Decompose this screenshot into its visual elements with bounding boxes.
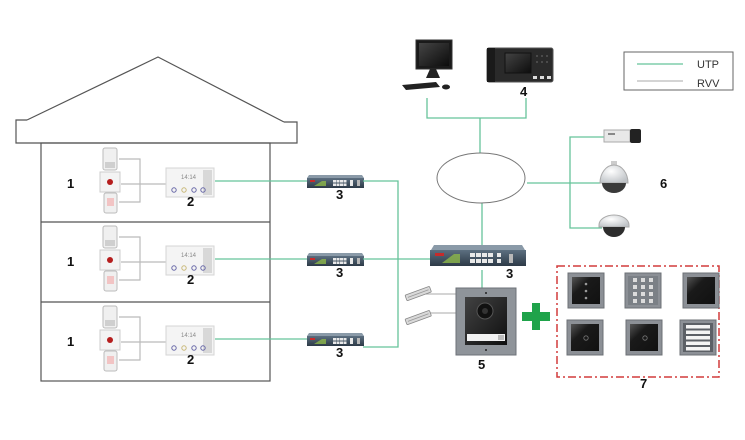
magnetic-lock — [404, 286, 432, 301]
roof — [26, 56, 285, 123]
door-station — [455, 287, 517, 356]
label-modules: 7 — [640, 376, 647, 391]
keypad-module — [624, 272, 662, 309]
module-group-border — [556, 265, 720, 378]
floor-bottom: 1 14:14 2 3 — [67, 305, 364, 372]
rvv-line — [119, 316, 141, 361]
legend-label-rvv: RVV — [697, 78, 720, 90]
dome-camera — [598, 214, 630, 237]
master-station — [486, 47, 554, 83]
utp-line — [569, 136, 605, 229]
indicator-module — [567, 272, 605, 309]
pir-sensor — [102, 147, 118, 171]
panic-button — [99, 329, 121, 351]
pir-sensor — [102, 225, 118, 249]
rvv-line — [119, 158, 141, 203]
rvv-line — [119, 236, 141, 281]
house — [15, 56, 298, 382]
indoor-station-time: 14:14 — [181, 253, 197, 259]
blank-module — [682, 272, 720, 309]
expansion-modules — [566, 272, 720, 356]
utp-line — [363, 180, 399, 348]
floor-poe-switch — [307, 333, 364, 346]
utp-line — [426, 98, 527, 119]
label-management: 4 — [520, 84, 528, 99]
floors: 1 14:14 2 3 1 14:14 2 3 1 14:14 2 3 — [67, 147, 364, 372]
label-floor-switch: 3 — [336, 345, 343, 360]
legend: UTP RVV — [623, 51, 734, 91]
label-sensors: 1 — [67, 254, 74, 269]
plus-icon — [522, 303, 550, 330]
indoor-station: 14:14 — [165, 245, 215, 276]
indoor-station-time: 14:14 — [181, 333, 197, 339]
floor-middle: 1 14:14 2 3 — [67, 225, 364, 292]
bullet-box-camera — [603, 129, 641, 143]
floor-top: 1 14:14 2 3 — [67, 147, 364, 214]
label-indoor-station: 2 — [187, 194, 194, 209]
rvv-sensor-wiring — [119, 158, 166, 203]
pc-client — [402, 39, 453, 90]
door-contact-sensor — [103, 350, 118, 372]
label-cameras: 6 — [660, 176, 667, 191]
floor-poe-switch — [307, 253, 364, 266]
label-indoor-station: 2 — [187, 272, 194, 287]
floor-poe-switch — [307, 175, 364, 188]
label-core-switch: 3 — [506, 266, 513, 281]
indoor-station: 14:14 — [165, 167, 215, 198]
panic-button — [99, 171, 121, 193]
card-reader-module — [625, 319, 663, 356]
legend-label-utp: UTP — [697, 59, 719, 71]
rvv-wiring — [426, 293, 458, 314]
door-contact-sensor — [103, 192, 118, 214]
network-ellipse — [436, 152, 526, 204]
label-floor-switch: 3 — [336, 187, 343, 202]
card-reader-module — [566, 319, 604, 356]
door-contact-sensor — [103, 270, 118, 292]
speed-dome-camera — [599, 161, 629, 193]
panic-button — [99, 249, 121, 271]
core-poe-switch — [430, 245, 526, 266]
rvv-sensor-wiring — [119, 236, 166, 281]
label-floor-switch: 3 — [336, 265, 343, 280]
indoor-station: 14:14 — [165, 325, 215, 356]
nameplate-module — [679, 319, 717, 356]
roof-eave — [15, 119, 298, 144]
label-door-station: 5 — [478, 357, 485, 372]
indoor-station-time: 14:14 — [181, 175, 197, 181]
house-walls — [40, 142, 271, 382]
utp-backbone — [363, 98, 605, 348]
legend-box — [623, 51, 734, 91]
label-indoor-station: 2 — [187, 352, 194, 367]
label-sensors: 1 — [67, 176, 74, 191]
magnetic-lock — [404, 310, 432, 325]
rvv-sensor-wiring — [119, 316, 166, 361]
label-sensors: 1 — [67, 334, 74, 349]
pir-sensor — [102, 305, 118, 329]
